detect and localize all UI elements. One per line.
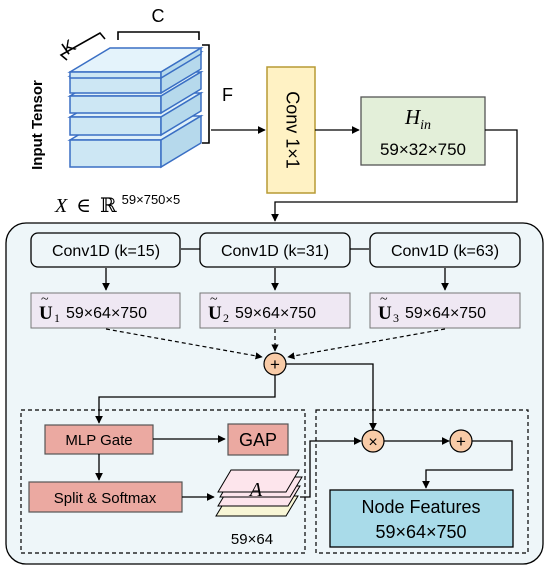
node-features-dims: 59×64×750 xyxy=(375,522,466,542)
arrow-add-to-node-features xyxy=(422,440,513,489)
a-dims: 59×64 xyxy=(231,531,273,548)
h-in-sub: in xyxy=(420,118,431,133)
conv1x1-label: Conv 1×1 xyxy=(282,91,302,169)
node-features-title: Node Features xyxy=(361,497,480,517)
add-symbol: + xyxy=(456,432,466,451)
split-softmax-label: Split & Softmax xyxy=(54,490,157,507)
multiply-symbol: × xyxy=(368,434,377,451)
svg-text:Hin: Hin xyxy=(404,105,431,133)
conv1x1-block: Conv 1×1 xyxy=(266,66,316,194)
u-symbol-3: U xyxy=(378,303,392,324)
svg-text:X ∈ ℝ 59×750: X ∈ ℝ 59×750×5 xyxy=(54,192,180,217)
svg-text:~: ~ xyxy=(380,292,388,307)
sum-node: + xyxy=(263,352,287,376)
u-tilde-2: U ~ 2 59×64×750 xyxy=(199,292,351,329)
h-in-dims: 59×32×750 xyxy=(380,140,466,159)
u-sub-3: 3 xyxy=(393,311,399,325)
u-sub-2: 2 xyxy=(223,311,229,325)
dim-f-bracket: F xyxy=(202,44,233,144)
dim-f-label: F xyxy=(222,85,233,105)
conv1d-k31-label: Conv1D (k=31) xyxy=(221,243,329,260)
gap-block: GAP xyxy=(227,423,289,456)
u-tilde-3: U ~ 3 59×64×750 xyxy=(369,292,521,329)
formula-in: ∈ xyxy=(76,195,91,217)
arrow-sum-to-multiply xyxy=(286,363,377,431)
input-tensor-text: Input Tensor xyxy=(29,80,46,170)
formula-sup: 59×750×5 xyxy=(122,192,181,207)
add-node: + xyxy=(449,429,473,453)
input-formula: X ∈ ℝ 59×750×5 xyxy=(54,192,180,217)
sum-symbol: + xyxy=(270,355,280,374)
dim-c-bracket: C xyxy=(117,6,200,40)
conv1d-k15: Conv1D (k=15) xyxy=(30,232,181,268)
u-dims-3: 59×64×750 xyxy=(405,305,486,322)
input-tensor-stack xyxy=(67,46,204,169)
u-dims-1: 59×64×750 xyxy=(66,305,147,322)
dashed-arrow-u1-to-sum xyxy=(105,328,263,360)
conv1d-k63-label: Conv1D (k=63) xyxy=(391,243,499,260)
u-dims-2: 59×64×750 xyxy=(235,305,316,322)
fusion-subpanel xyxy=(315,409,529,554)
dashed-arrow-u3-to-sum xyxy=(287,328,446,360)
svg-text:~: ~ xyxy=(210,292,218,307)
svg-text:~: ~ xyxy=(41,292,49,307)
u-symbol-1: U xyxy=(39,303,53,324)
node-features-block: Node Features 59×64×750 xyxy=(329,489,514,548)
split-softmax-block: Split & Softmax xyxy=(28,481,183,513)
formula-var: X xyxy=(54,195,68,217)
multiply-node: × xyxy=(361,429,385,453)
formula-set: ℝ xyxy=(100,195,117,217)
conv1d-k31: Conv1D (k=31) xyxy=(199,232,351,268)
h-in-main: H xyxy=(404,105,422,129)
tensor-slab-top xyxy=(67,46,204,80)
arrow-a-to-multiply xyxy=(300,437,362,498)
attention-a-stack: A xyxy=(215,469,303,517)
conv1d-k63: Conv1D (k=63) xyxy=(369,232,521,268)
h-in-block: Hin 59×32×750 xyxy=(360,96,486,166)
u-sub-1: 1 xyxy=(54,311,60,325)
conv1d-k15-label: Conv1D (k=15) xyxy=(52,243,160,260)
u-symbol-2: U xyxy=(208,303,222,324)
mlp-gate-label: MLP Gate xyxy=(65,432,132,449)
dim-c-label: C xyxy=(152,6,165,26)
mlp-gate-block: MLP Gate xyxy=(44,424,154,455)
arrow-hin-to-panel xyxy=(271,129,518,222)
a-label: A xyxy=(248,479,263,501)
input-tensor-label: Input Tensor xyxy=(29,80,46,170)
gate-subpanel xyxy=(20,409,306,554)
u-tilde-1: U ~ 1 59×64×750 xyxy=(30,292,181,329)
gap-label: GAP xyxy=(239,430,277,450)
